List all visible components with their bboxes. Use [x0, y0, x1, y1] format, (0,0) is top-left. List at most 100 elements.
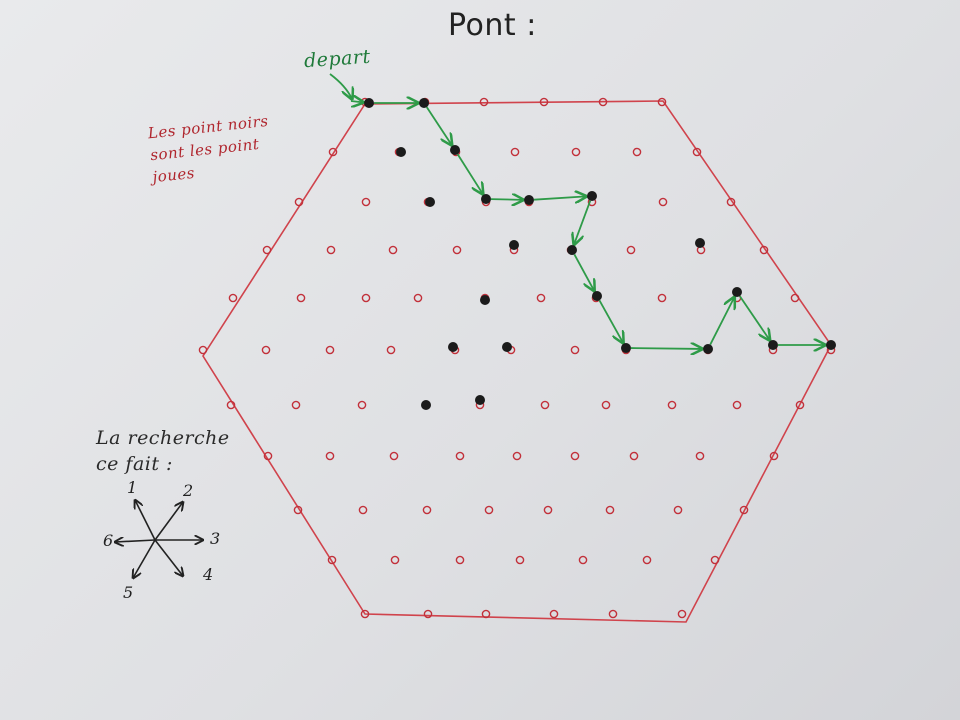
grid-dot [578, 555, 588, 565]
direction-arrow [133, 539, 156, 578]
direction-label: 6 [103, 531, 113, 550]
legend-note: Les point noirs sont les point joues [147, 110, 274, 188]
direction-arrow [154, 539, 183, 576]
direction-label: 3 [210, 529, 220, 548]
direction-arrow [154, 502, 183, 541]
direction-label: 2 [182, 481, 193, 500]
grid-dot [549, 609, 559, 619]
grid-dot [726, 197, 736, 207]
played-point [480, 295, 490, 305]
grid-dot [710, 555, 720, 565]
played-point [421, 400, 431, 410]
grid-dot [326, 245, 336, 255]
grid-dot [390, 555, 400, 565]
grid-dot [657, 293, 667, 303]
grid-dot [262, 245, 272, 255]
grid-dot [261, 345, 271, 355]
grid-dot [570, 345, 580, 355]
grid-dot [795, 400, 805, 410]
played-point [502, 342, 512, 352]
played-point [826, 340, 836, 350]
played-point [425, 197, 435, 207]
played-point [509, 240, 519, 250]
grid-dot [605, 505, 615, 515]
grid-dot [293, 505, 303, 515]
grid-dot [422, 505, 432, 515]
direction-arrow [115, 540, 156, 542]
grid-dot [642, 555, 652, 565]
grid-dot [361, 197, 371, 207]
played-points [364, 98, 836, 410]
grid-dot [327, 555, 337, 565]
grid-dot [667, 400, 677, 410]
played-point [732, 287, 742, 297]
grid-dot [658, 197, 668, 207]
grid-dot [423, 609, 433, 619]
green-path [329, 73, 825, 349]
grid-dot [291, 400, 301, 410]
path-arrow [456, 153, 483, 194]
direction-label: 1 [127, 478, 137, 497]
grid-dot [601, 400, 611, 410]
path-arrow [630, 348, 702, 349]
grid-dot [598, 97, 608, 107]
path-arrow [739, 295, 770, 340]
played-point [567, 245, 577, 255]
path-arrow [426, 106, 452, 145]
played-point [396, 147, 406, 157]
hexagon-outline [202, 100, 832, 623]
page-title: Pont : [448, 8, 537, 43]
grid-dot [769, 451, 779, 461]
grid-dot [536, 293, 546, 303]
grid-dot [539, 97, 549, 107]
grid-dot [759, 245, 769, 255]
played-point [587, 191, 597, 201]
grid-dot [360, 609, 370, 619]
grid-dot [732, 400, 742, 410]
grid-dot [570, 451, 580, 461]
path-arrow [574, 200, 592, 245]
grid-dot [413, 293, 423, 303]
grid-dot [386, 345, 396, 355]
start-label: depart [303, 45, 372, 73]
grid-dot [510, 147, 520, 157]
played-point [768, 340, 778, 350]
played-point [450, 145, 460, 155]
direction-label: 4 [202, 565, 213, 584]
grid-dot [455, 555, 465, 565]
grid-dot [263, 451, 273, 461]
grid-dot [389, 451, 399, 461]
grid-dot [543, 505, 553, 515]
grid-dot [357, 400, 367, 410]
path-arrow [490, 199, 523, 200]
start-arrow [329, 73, 352, 99]
grid-dot [571, 147, 581, 157]
played-point [621, 343, 631, 353]
grid-dot [632, 147, 642, 157]
grid-dot [790, 293, 800, 303]
played-point [592, 291, 602, 301]
grid-dot [479, 97, 489, 107]
grid-dot [677, 609, 687, 619]
grid-dot [481, 609, 491, 619]
search-note-line: La recherche [96, 427, 230, 449]
grid-dot [455, 451, 465, 461]
grid-dot [228, 293, 238, 303]
grid-dot [695, 451, 705, 461]
search-note: La recherche ce fait : [96, 425, 230, 477]
played-point [475, 395, 485, 405]
grid-dot [673, 505, 683, 515]
grid-dot [361, 293, 371, 303]
grid-dot [626, 245, 636, 255]
grid-dot [388, 245, 398, 255]
played-point [364, 98, 374, 108]
grid-dot [657, 97, 667, 107]
grid-dot [325, 451, 335, 461]
grid-dot [739, 505, 749, 515]
grid-dot [294, 197, 304, 207]
grid-dot [325, 345, 335, 355]
grid-dot [540, 400, 550, 410]
grid-dot [484, 505, 494, 515]
played-point [695, 238, 705, 248]
